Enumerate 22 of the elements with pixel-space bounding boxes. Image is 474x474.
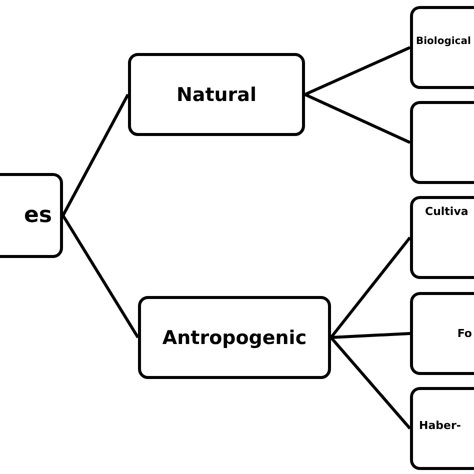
connector-line: [62, 214, 140, 338]
node-box: [410, 101, 474, 184]
category-box: [138, 296, 331, 379]
connector-line: [330, 236, 412, 338]
category-box: [410, 292, 474, 375]
category-box: [0, 173, 63, 258]
category-label: Antropogenic: [162, 326, 307, 348]
category-label: Cultiva: [425, 205, 468, 218]
connector-line: [330, 336, 412, 430]
connector-line: [62, 94, 130, 216]
category-label: Haber-: [419, 419, 461, 432]
connector-line: [330, 332, 410, 339]
category-box: [128, 53, 305, 136]
category-label: Natural: [176, 84, 257, 106]
category-label: Biological: [416, 36, 471, 47]
connector-line: [304, 93, 411, 144]
category-label: es: [24, 203, 52, 228]
connector-line: [304, 46, 411, 96]
category-box: [410, 196, 474, 279]
category-box: [410, 6, 474, 89]
category-label: Fo: [457, 327, 472, 340]
category-box: [410, 387, 474, 470]
